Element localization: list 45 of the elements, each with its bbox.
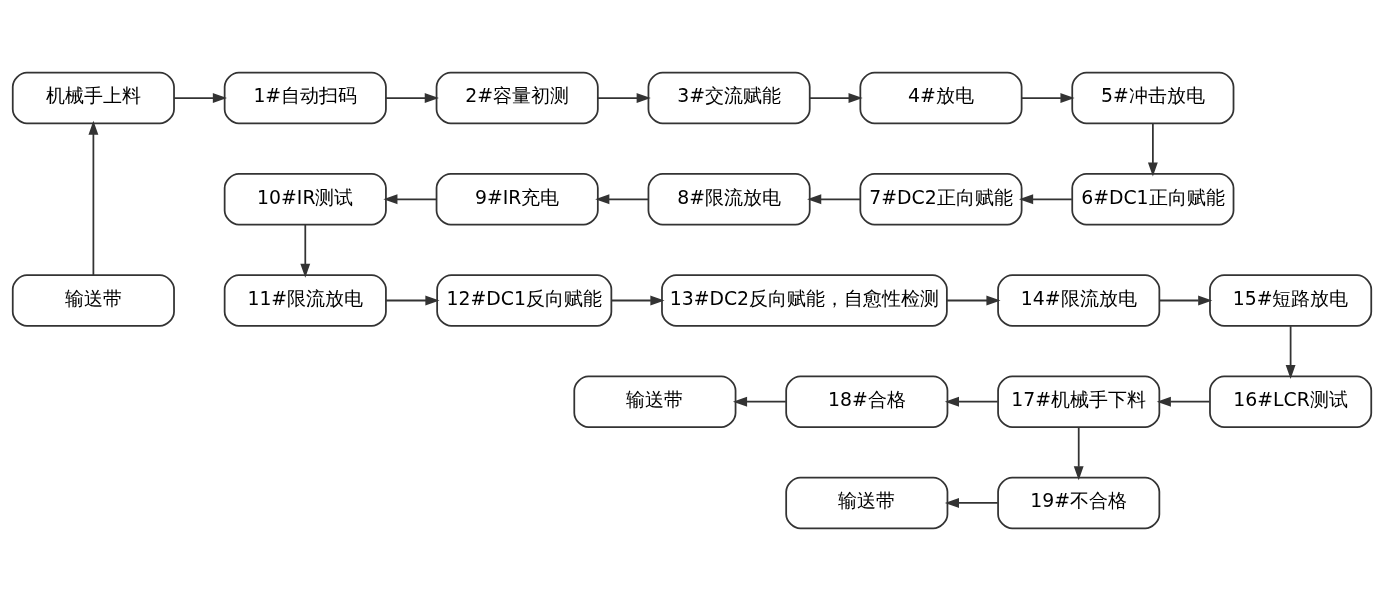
node-box: 机械手上料 bbox=[11, 71, 175, 124]
arrow bbox=[808, 92, 863, 103]
arrow bbox=[385, 295, 440, 305]
node-box: 18#合格 bbox=[785, 375, 949, 428]
arrow bbox=[610, 295, 665, 305]
node-box: 6#DC1正向赋能 bbox=[1071, 172, 1235, 225]
arrow bbox=[385, 92, 439, 103]
node-box: 4#放电 bbox=[859, 71, 1023, 124]
node-box: 15#短路放电 bbox=[1209, 273, 1373, 327]
arrow bbox=[1156, 396, 1211, 407]
arrow bbox=[1285, 324, 1296, 379]
node-box: 13#DC2反向赋能，自愈性检测 bbox=[661, 273, 948, 327]
node-box: 输送带 bbox=[11, 273, 175, 327]
node-box: 输送带 bbox=[573, 375, 737, 428]
node-box: 14#限流放电 bbox=[997, 273, 1161, 327]
arrow bbox=[944, 396, 999, 407]
arrow bbox=[1020, 92, 1075, 103]
arrow bbox=[595, 193, 649, 204]
arrow bbox=[1019, 193, 1073, 204]
node-box: 输送带 bbox=[785, 476, 949, 529]
node-box: 2#容量初测 bbox=[435, 71, 599, 124]
arrow bbox=[1147, 122, 1158, 177]
node-box: 1#自动扫码 bbox=[223, 71, 387, 124]
node-box: 3#交流赋能 bbox=[647, 71, 811, 124]
node-box: 5#冲击放电 bbox=[1071, 71, 1235, 124]
node-box: 10#IR测试 bbox=[223, 172, 387, 225]
node-box: 7#DC2正向赋能 bbox=[859, 172, 1023, 225]
arrow bbox=[946, 295, 1001, 305]
arrow bbox=[944, 497, 999, 508]
node-box: 11#限流放电 bbox=[223, 273, 387, 327]
arrow bbox=[597, 92, 651, 103]
arrow bbox=[807, 193, 861, 204]
node-box: 17#机械手下料 bbox=[997, 375, 1161, 428]
node-box: 19#不合格 bbox=[997, 476, 1161, 529]
arrow bbox=[732, 396, 787, 407]
arrow bbox=[88, 120, 99, 276]
arrow bbox=[1073, 425, 1084, 480]
arrow bbox=[300, 223, 311, 278]
arrow bbox=[1158, 295, 1213, 305]
node-box: 8#限流放电 bbox=[647, 172, 811, 225]
arrow bbox=[383, 193, 438, 204]
arrow bbox=[173, 92, 227, 103]
node-box: 12#DC1反向赋能 bbox=[436, 273, 613, 327]
node-box: 9#IR充电 bbox=[435, 172, 599, 225]
node-box: 16#LCR测试 bbox=[1209, 375, 1373, 428]
